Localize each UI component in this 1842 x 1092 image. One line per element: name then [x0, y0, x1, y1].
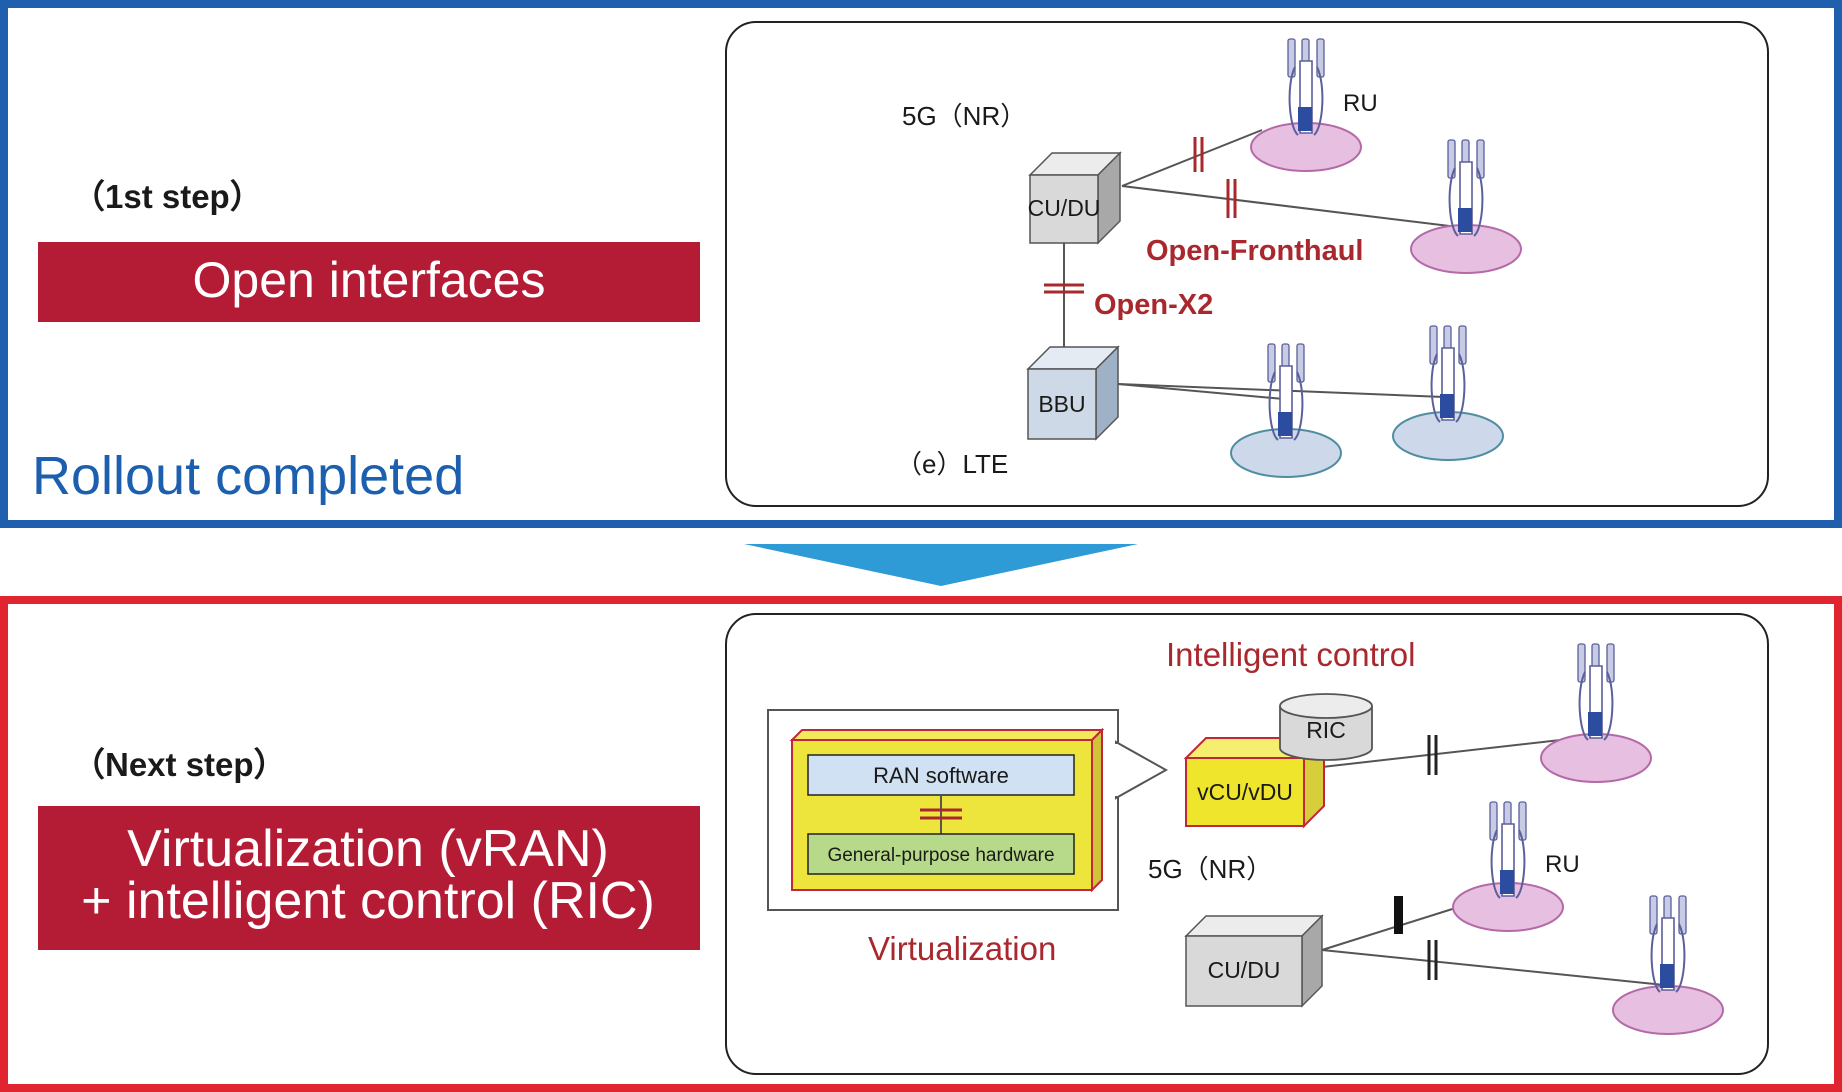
nr-cell-3: [1540, 733, 1652, 783]
virtualization-label: Virtualization: [868, 930, 1056, 967]
intelligent-control-label: Intelligent control: [1166, 636, 1415, 673]
ric-label: RIC: [1306, 717, 1346, 743]
transition-arrow: [744, 544, 1138, 586]
bottom-ru-label: RU: [1545, 851, 1580, 878]
top-cudu-label: CU/DU: [1028, 195, 1101, 221]
bottom-nr-label: 5G（NR）: [1148, 854, 1272, 884]
general-hardware-box: [807, 833, 1075, 875]
fronthaul-marker-2: [1226, 179, 1237, 218]
fronthaul-marker-5: [1427, 940, 1438, 980]
fronthaul-marker-4: [1394, 896, 1403, 934]
bottom-step-label: （Next step）: [72, 746, 287, 783]
bbu-label: BBU: [1038, 391, 1085, 417]
bottom-band: [38, 806, 700, 950]
top-band-text: Open interfaces: [193, 252, 546, 308]
bottom-band-line2: + intelligent control (RIC): [81, 872, 655, 930]
top-diagram-frame: [725, 21, 1769, 507]
fronthaul-marker-3: [1427, 735, 1438, 775]
top-step-label: （1st step）: [72, 178, 263, 215]
rollout-status: Rollout completed: [32, 446, 464, 506]
bottom-cudu-label: CU/DU: [1208, 957, 1281, 983]
bottom-cudu-box: [1184, 914, 1324, 1008]
bbu-box: [1026, 345, 1120, 441]
x2-marker: [1044, 283, 1084, 294]
bottom-band-line1: Virtualization (vRAN): [127, 820, 609, 878]
top-band: [38, 242, 700, 322]
top-lte-label: （e）LTE: [896, 449, 1008, 479]
open-x2-label: Open-X2: [1094, 289, 1213, 321]
top-ru-label: RU: [1343, 90, 1378, 117]
general-hardware-label: General-purpose hardware: [827, 845, 1054, 866]
virtualization-marker: [920, 808, 962, 820]
nr-cell-5: [1612, 985, 1724, 1035]
top-cudu-box: [1028, 151, 1122, 245]
top-nr-label: 5G（NR）: [902, 101, 1026, 131]
ran-software-label: RAN software: [873, 763, 1009, 788]
fronthaul-marker-1: [1193, 137, 1204, 172]
open-fronthaul-label: Open-Fronthaul: [1146, 235, 1363, 267]
vcudu-label: vCU/vDU: [1197, 779, 1293, 805]
ric-cylinder: [1279, 693, 1373, 761]
